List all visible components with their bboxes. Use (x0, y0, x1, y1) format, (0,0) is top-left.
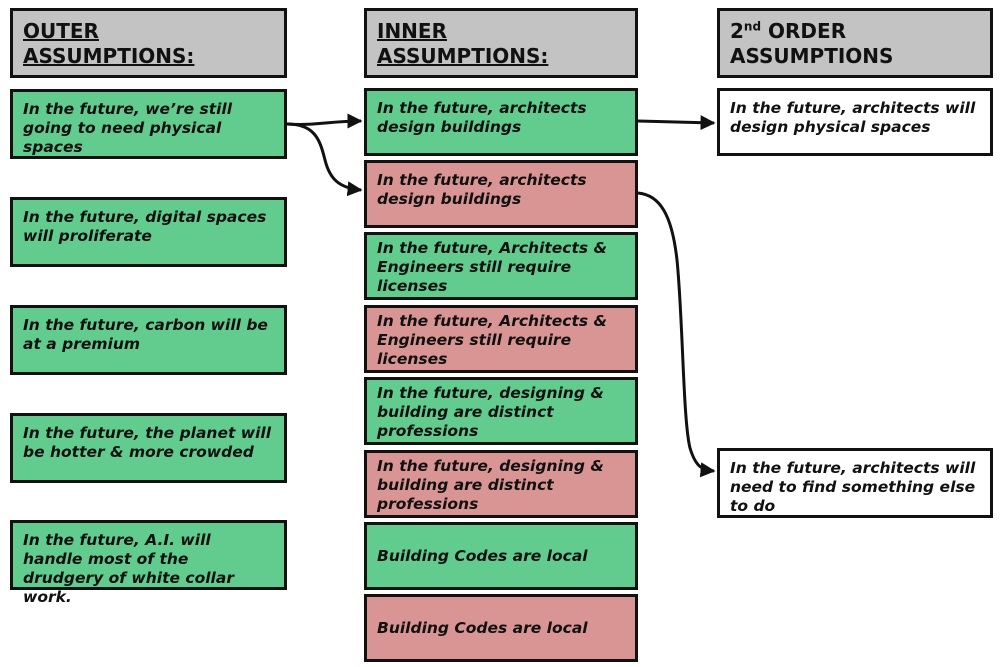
header-inner-assumptions: INNER ASSUMPTIONS: (364, 8, 638, 78)
outer-assumption-4: In the future, the planet will be hotter… (10, 413, 287, 483)
outer-assumption-2: In the future, digital spaces will proli… (10, 197, 287, 267)
header-inner-line2: ASSUMPTIONS: (377, 44, 549, 68)
header-outer-line1: OUTER (23, 19, 99, 43)
header-second-line2: ASSUMPTIONS (730, 44, 894, 68)
inner-assumption-2-invalid: In the future, Architects & Engineers st… (364, 305, 638, 373)
header-inner-line1: INNER (377, 19, 447, 43)
outer-assumption-5: In the future, A.I. will handle most of … (10, 520, 287, 606)
inner-assumption-3-invalid: In the future, designing & building are … (364, 450, 638, 518)
outer-assumption-1: In the future, we’re still going to need… (10, 89, 287, 159)
outer-assumption-3: In the future, carbon will be at a premi… (10, 305, 287, 375)
second-order-assumption-1: In the future, architects will design ph… (717, 88, 993, 156)
header-outer-assumptions: OUTER ASSUMPTIONS: (10, 8, 287, 78)
second-order-assumption-2: In the future, architects will need to f… (717, 448, 993, 518)
arrow-inner1-to-second1 (637, 115, 716, 131)
header-second-order-assumptions: 2nd ORDER ASSUMPTIONS (717, 8, 993, 78)
header-second-line1: 2nd ORDER (730, 19, 847, 43)
inner-assumption-4-valid: Building Codes are local (364, 522, 638, 590)
inner-assumption-3-valid: In the future, designing & building are … (364, 377, 638, 445)
arrow-outer1-to-inner1-valid (286, 113, 363, 129)
inner-assumption-4-invalid: Building Codes are local (364, 594, 638, 662)
header-outer-line2: ASSUMPTIONS: (23, 44, 195, 68)
inner-assumption-1-invalid: In the future, architects design buildin… (364, 160, 638, 228)
inner-assumption-2-valid: In the future, Architects & Engineers st… (364, 232, 638, 300)
inner-assumption-1-valid: In the future, architects design buildin… (364, 88, 638, 156)
arrow-inner1-invalid-to-second2 (637, 191, 716, 478)
arrow-outer1-to-inner1-invalid (286, 122, 363, 197)
